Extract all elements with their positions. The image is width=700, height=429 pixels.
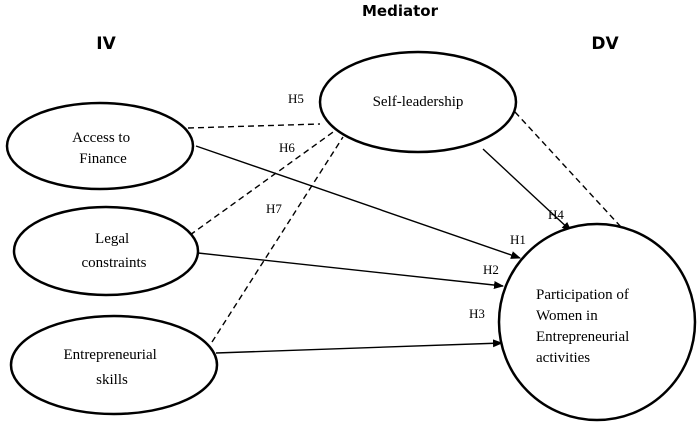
h7-label: H7 [266, 201, 282, 216]
participation-label: Participation of Women in Entrepreneuria… [536, 287, 633, 366]
h6-label: H6 [279, 140, 295, 155]
arrow-legal-outcome [197, 252, 504, 290]
h1-label: H1 [510, 232, 526, 247]
mediator-heading: Mediator [362, 2, 438, 20]
self-leadership-node [318, 50, 518, 154]
arrow-mediator-outcome [482, 148, 572, 232]
access-to-finance-node [5, 101, 195, 191]
dashed-link-mediator-outcome [514, 111, 634, 241]
h4-label: H4 [548, 207, 564, 222]
dashed-link-legal-mediator [189, 129, 337, 236]
self-leadership-label: Self-leadership [373, 94, 464, 110]
h2-label: H2 [483, 262, 499, 277]
h3-label: H3 [469, 306, 485, 321]
legal-constraints-label: Legal constraints [82, 231, 147, 271]
dashed-link-finance-mediator [187, 123, 321, 129]
entrepreneurial-skills-node [9, 314, 219, 416]
legal-constraints-node [12, 205, 200, 297]
entrepreneurial-skills-label: Entrepreneurial skills [63, 347, 160, 388]
h5-label: H5 [288, 91, 304, 106]
iv-heading: IV [96, 34, 116, 54]
arrow-finance-outcome [195, 145, 521, 259]
arrow-skills-outcome [215, 339, 503, 354]
participation-node [497, 222, 697, 422]
dashed-link-skills-mediator [211, 136, 344, 343]
dv-heading: DV [591, 34, 619, 54]
access-to-finance-label: Access to Finance [72, 130, 134, 167]
